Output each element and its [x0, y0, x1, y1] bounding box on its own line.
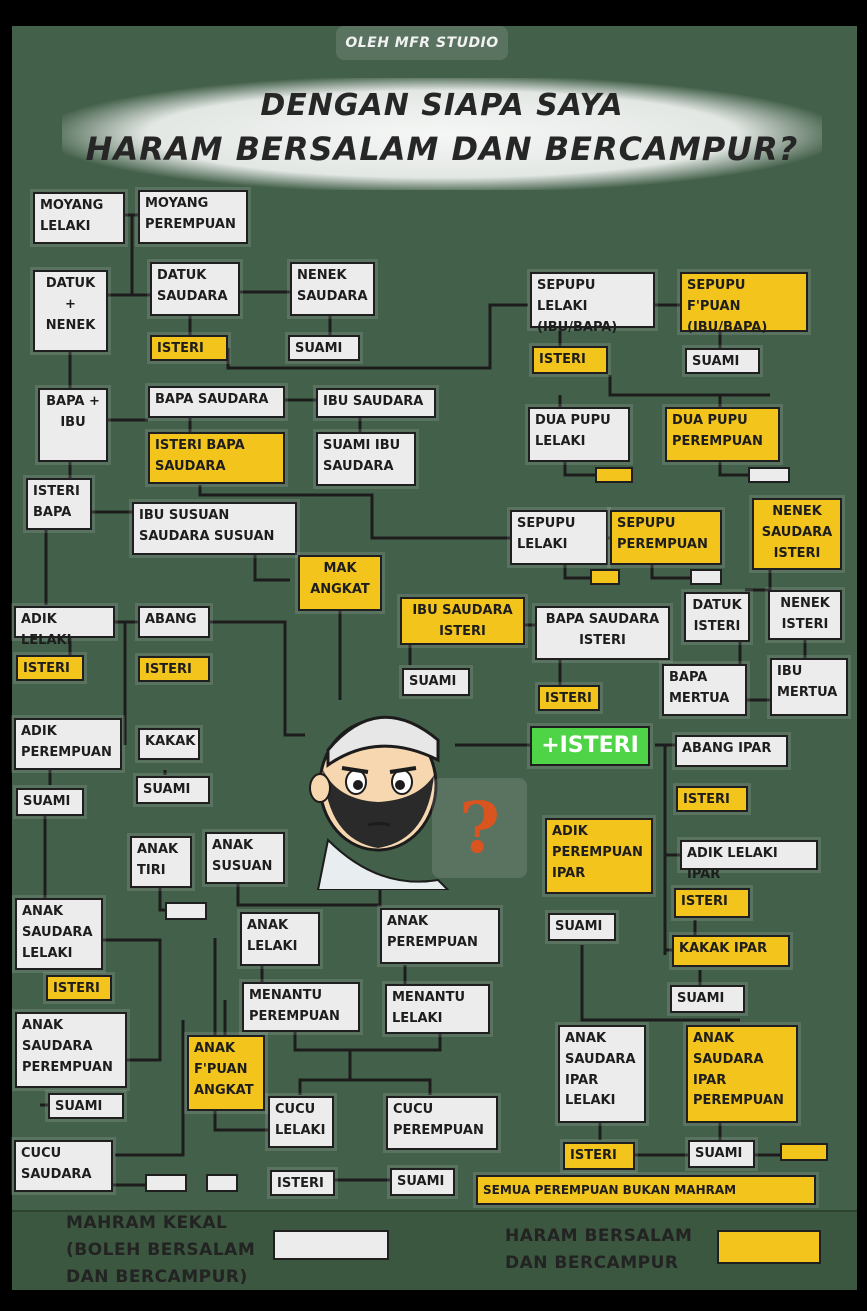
node-suami-10: SUAMI	[688, 1140, 755, 1168]
node-kakak: KAKAK	[138, 728, 200, 760]
node-cucu-perempuan: CUCU PEREMPUAN	[386, 1096, 498, 1150]
node-anak-susuan: ANAK SUSUAN	[205, 832, 285, 884]
node-adik-lelaki: ADIK LELAKI	[14, 606, 115, 648]
node-suami-6: SUAMI	[548, 913, 616, 941]
node-ibu-saudara-isteri: IBU SAUDARA ISTERI	[400, 597, 525, 645]
node-isteri-9: ISTERI	[270, 1170, 335, 1196]
title-line-2: HARAM BERSALAM DAN BERCAMPUR?	[85, 130, 799, 168]
node-sepupu-fpuan-ibu-bapa: SEPUPU F'PUAN (IBU/BAPA)	[680, 272, 808, 335]
node-dua-pupu-lelaki: DUA PUPU LELAKI	[528, 407, 630, 462]
node-anak-saudara-lelaki: ANAK SAUDARA LELAKI	[15, 898, 103, 970]
node-adik-perempuan-ipar: ADIK PEREMPUAN IPAR	[545, 818, 653, 894]
node-adik-lelaki-ipar: ADIK LELAKI IPAR	[680, 840, 818, 882]
node-bapa-ibu: BAPA + IBU	[38, 388, 108, 462]
node-isteri-7: ISTERI	[674, 888, 750, 918]
legend-mahram-label: MAHRAM KEKAL (BOLEH BERSALAM DAN BERCAMP…	[66, 1213, 256, 1288]
node-semua-perempuan: SEMUA PEREMPUAN BUKAN MAHRAM	[476, 1175, 816, 1205]
node-isteri-4: ISTERI	[138, 656, 210, 682]
node-menantu-lelaki: MENANTU LELAKI	[385, 984, 490, 1034]
node-nenek-saudara-isteri: NENEK SAUDARA ISTERI	[752, 498, 842, 570]
node-anak-perempuan: ANAK PEREMPUAN	[380, 908, 500, 964]
legend-bar	[12, 1210, 857, 1290]
node-adik-perempuan: ADIK PEREMPUAN	[14, 718, 122, 770]
blank-spouse-suami-10	[780, 1143, 828, 1161]
node-isteri-bapa: ISTERI BAPA	[26, 478, 92, 530]
node-isteri-bapa-saudara: ISTERI BAPA SAUDARA	[148, 432, 285, 484]
node-isteri-5: ISTERI	[538, 685, 600, 711]
character-illustration	[309, 715, 450, 890]
node-suami-4: SUAMI	[16, 788, 84, 816]
node-anak-saudara-ipar-perempuan: ANAK SAUDARA IPAR PEREMPUAN	[686, 1025, 798, 1123]
node-moyang-lelaki: MOYANG LELAKI	[33, 192, 125, 244]
node-kakak-ipar: KAKAK IPAR	[672, 935, 790, 967]
node-cucu-saudara: CUCU SAUDARA	[14, 1140, 113, 1192]
node-isteri-6: ISTERI	[676, 786, 748, 812]
node-suami-2: SUAMI	[685, 348, 760, 374]
node-datuk-isteri: DATUK ISTERI	[684, 592, 750, 642]
node-abang-ipar: ABANG IPAR	[675, 735, 788, 767]
blank-spouse-dua-pupu-perempuan	[748, 467, 790, 483]
node-isteri-8: ISTERI	[46, 975, 112, 1001]
credit-label: OLEH MFR STUDIO	[336, 26, 508, 60]
node-cucu-lelaki: CUCU LELAKI	[268, 1096, 334, 1148]
blank-spouse-cucu-saudara-2	[206, 1174, 238, 1192]
blank-spouse-sepupu-perempuan	[690, 569, 722, 585]
node-isteri-1: ISTERI	[150, 335, 228, 361]
question-mark: ?	[432, 778, 527, 878]
node-dua-pupu-perempuan: DUA PUPU PEREMPUAN	[665, 407, 780, 462]
blank-spouse-dua-pupu-lelaki	[595, 467, 633, 483]
node-sepupu-lelaki-ibu-bapa: SEPUPU LELAKI (IBU/BAPA)	[530, 272, 655, 335]
node-mak-angkat: MAK ANGKAT	[298, 555, 382, 611]
node-isteri-3: ISTERI	[16, 655, 84, 681]
node-sepupu-perempuan: SEPUPU PEREMPUAN	[610, 510, 722, 565]
node-datuk-nenek: DATUK + NENEK	[33, 270, 108, 352]
node-anak-saudara-ipar-lelaki: ANAK SAUDARA IPAR LELAKI	[558, 1025, 646, 1123]
node-bapa-saudara-isteri: BAPA SAUDARA ISTERI	[535, 606, 670, 660]
node-nenek-isteri: NENEK ISTERI	[768, 590, 842, 640]
node-menantu-perempuan: MENANTU PEREMPUAN	[242, 982, 360, 1032]
node-suami-1: SUAMI	[288, 335, 360, 361]
legend-mahram-swatch	[273, 1230, 389, 1260]
node-anak-fpuan-angkat: ANAK F'PUAN ANGKAT	[187, 1035, 265, 1111]
node-ibu-mertua: IBU MERTUA	[770, 658, 848, 716]
legend-haram-swatch	[717, 1230, 821, 1264]
node-suami-ibu-saudara: SUAMI IBU SAUDARA	[316, 432, 416, 486]
node-ibu-saudara: IBU SAUDARA	[316, 388, 436, 418]
node-self-isteri: +ISTERI	[530, 726, 650, 766]
node-sepupu-lelaki: SEPUPU LELAKI	[510, 510, 608, 565]
blank-spouse-cucu-saudara-1	[145, 1174, 187, 1192]
node-ibu-susuan-saudara-susuan: IBU SUSUAN SAUDARA SUSUAN	[132, 502, 297, 555]
node-suami-3: SUAMI	[402, 668, 470, 696]
node-nenek-saudara: NENEK SAUDARA	[290, 262, 375, 316]
node-isteri-2: ISTERI	[532, 346, 608, 374]
node-anak-saudara-perempuan: ANAK SAUDARA PEREMPUAN	[15, 1012, 127, 1088]
title-line-1: DENGAN SIAPA SAYA	[260, 88, 624, 123]
blank-spouse-sepupu-lelaki	[590, 569, 620, 585]
node-suami-8: SUAMI	[48, 1093, 124, 1119]
node-bapa-mertua: BAPA MERTUA	[662, 664, 747, 716]
node-suami-9: SUAMI	[390, 1168, 455, 1196]
node-abang: ABANG	[138, 606, 210, 638]
legend-haram-label: HARAM BERSALAM DAN BERCAMPUR	[505, 1226, 693, 1274]
node-bapa-saudara: BAPA SAUDARA	[148, 386, 285, 418]
node-moyang-perempuan: MOYANG PEREMPUAN	[138, 190, 248, 244]
node-anak-lelaki: ANAK LELAKI	[240, 912, 320, 966]
node-datuk-saudara: DATUK SAUDARA	[150, 262, 240, 316]
title-cloud	[62, 78, 822, 190]
node-isteri-10: ISTERI	[563, 1142, 635, 1170]
node-suami-7: SUAMI	[670, 985, 745, 1013]
blank-spouse-anak-tiri	[165, 902, 207, 920]
node-suami-5: SUAMI	[136, 776, 210, 804]
node-anak-tiri: ANAK TIRI	[130, 836, 192, 888]
